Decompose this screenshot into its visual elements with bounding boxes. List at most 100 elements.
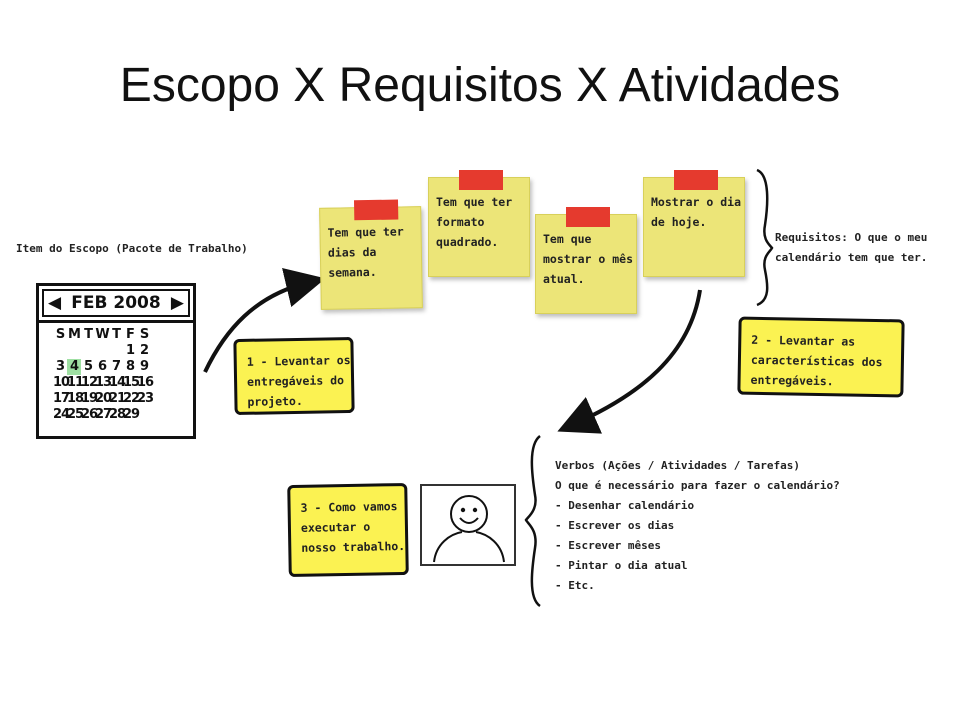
calendar-day: 10	[53, 375, 70, 390]
calendar-day: 26	[81, 407, 98, 422]
step-line: projeto.	[247, 393, 303, 409]
verbs-brace	[524, 435, 541, 608]
step-card-1: 1 - Levantar os entregáveis do projeto.	[233, 336, 355, 416]
smiley-face-icon	[433, 495, 505, 563]
note-line: Tem que ter	[436, 195, 513, 209]
step-card-2: 2 - Levantar as características dos entr…	[737, 316, 905, 398]
verbs-line: O que é necessário para fazer o calendár…	[555, 479, 840, 492]
note-line: formato	[436, 215, 485, 229]
calendar-day: 1	[125, 343, 135, 358]
verbs-line: - Escrever mêses	[555, 539, 661, 552]
calendar-day: 22	[123, 391, 140, 406]
sticky-note-weekdays: Tem que ter dias da semana.	[319, 199, 423, 310]
note-line: Tem que ter	[327, 224, 404, 240]
calendar-day: 19	[81, 391, 98, 406]
requirements-line: calendário tem que ter.	[775, 251, 928, 264]
verbs-line: Verbos (Ações / Atividades / Tarefas)	[555, 459, 801, 472]
weekday-label: S	[139, 327, 149, 342]
calendar-day: 11	[67, 375, 84, 390]
note-line: de hoje.	[651, 215, 707, 229]
calendar-day: 14	[109, 375, 126, 390]
step-line: entregáveis.	[750, 372, 834, 389]
requirements-label: Requisitos: O que o meu calendário tem q…	[775, 228, 927, 268]
requirements-line: Requisitos: O que o meu	[775, 231, 928, 244]
calendar-day: 7	[111, 359, 121, 374]
weekday-label: F	[126, 327, 135, 342]
step-card-3: 3 - Como vamos executar o nosso trabalho…	[287, 482, 409, 578]
calendar-day: 15	[123, 375, 140, 390]
step-line: executar o	[300, 519, 371, 535]
calendar-day: 21	[109, 391, 126, 406]
tape	[353, 199, 399, 221]
calendar-day: 28	[109, 407, 126, 422]
calendar-day: 16	[137, 375, 154, 390]
step-line: nosso trabalho.	[301, 539, 406, 555]
tape	[674, 170, 718, 190]
calendar-day: 5	[83, 359, 93, 374]
step-line: 2 - Levantar as	[751, 332, 856, 349]
calendar-day: 13	[95, 375, 112, 390]
calendar-weekdays-row: S M T W T F S	[39, 327, 193, 343]
calendar-day: 27	[95, 407, 112, 422]
calendar-header: ◀ FEB 2008 ▶	[42, 289, 190, 317]
weekday-label: M	[68, 327, 81, 342]
tape	[566, 207, 610, 227]
verbs-line: - Escrever os dias	[555, 519, 675, 532]
weekday-label: T	[112, 327, 121, 342]
weekday-label: S	[55, 327, 65, 342]
calendar-day: 8	[125, 359, 135, 374]
note-line: semana.	[328, 264, 377, 280]
sticky-note-month: Tem que mostrar o mês atual.	[535, 207, 637, 314]
calendar-day: 2	[139, 343, 149, 358]
calendar-day: 29	[123, 407, 140, 422]
note-line: atual.	[543, 272, 585, 286]
note-line: mostrar o mês	[543, 252, 634, 266]
arrow-notes-to-verbs	[557, 289, 702, 434]
calendar-day: 4	[67, 359, 81, 375]
activities-list: Verbos (Ações / Atividades / Tarefas) O …	[555, 456, 840, 596]
step-line: características dos	[750, 352, 883, 370]
note-line: dias da	[327, 244, 377, 260]
sticky-note-format: Tem que ter formato quadrado.	[428, 170, 530, 277]
arrow-calendar-to-notes	[203, 268, 326, 373]
calendar-month: FEB 2008	[71, 293, 161, 313]
calendar-day: 17	[53, 391, 70, 406]
note-line: Mostrar o dia	[651, 195, 742, 209]
next-month-icon: ▶	[170, 293, 184, 313]
calendar-day: 6	[97, 359, 107, 374]
calendar-day: 12	[81, 375, 98, 390]
calendar-day: 23	[137, 391, 154, 406]
tape	[459, 170, 503, 190]
calendar-day: 24	[53, 407, 70, 422]
calendar-day: 18	[67, 391, 84, 406]
verbs-line: - Etc.	[555, 579, 595, 592]
requirements-brace	[756, 168, 774, 307]
scope-item-label: Item do Escopo (Pacote de Trabalho)	[16, 242, 248, 255]
step-line: 3 - Como vamos	[300, 499, 398, 515]
step-line: entregáveis do	[246, 373, 345, 389]
slide-title: Escopo X Requisitos X Atividades	[119, 59, 841, 112]
weekday-label: T	[84, 327, 93, 342]
verbs-line: - Desenhar calendário	[555, 499, 695, 512]
sticky-note-today: Mostrar o dia de hoje.	[643, 170, 745, 277]
prev-month-icon: ◀	[48, 293, 62, 313]
verbs-line: - Pintar o dia atual	[555, 559, 688, 572]
step-line: 1 - Levantar os	[246, 353, 351, 369]
weekday-label: W	[95, 327, 109, 342]
calendar-day: 20	[95, 391, 112, 406]
note-line: quadrado.	[436, 235, 499, 249]
calendar-day: 9	[139, 359, 149, 374]
note-line: Tem que	[543, 232, 592, 246]
calendar-day: 25	[67, 407, 84, 422]
calendar-day: 3	[55, 359, 65, 374]
person-sketch	[420, 484, 516, 566]
